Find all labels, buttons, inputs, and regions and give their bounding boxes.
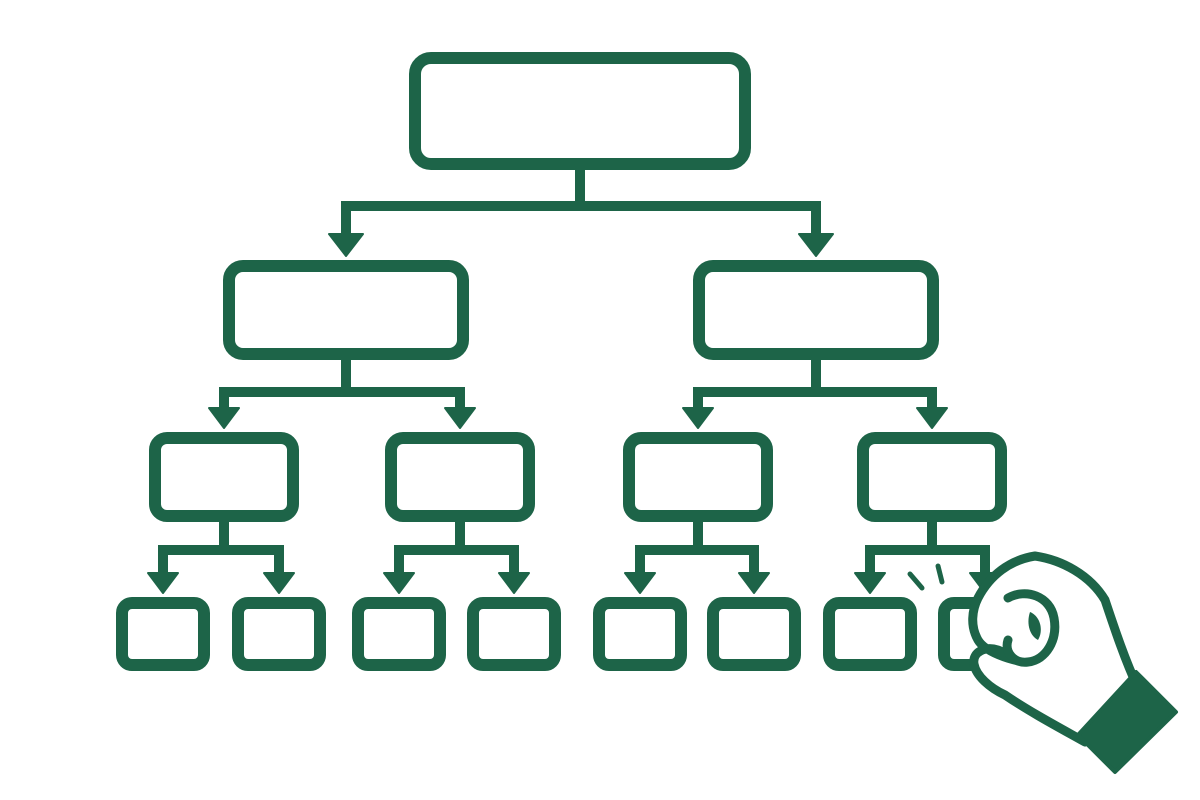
- connector-bus-l2-a: [158, 517, 284, 555]
- node-root: [409, 52, 751, 170]
- motion-tick-1: [907, 571, 925, 591]
- arrowhead-l3-b2: [498, 572, 530, 594]
- arrowhead-l2-b: [444, 407, 476, 429]
- connectors: [147, 165, 1001, 594]
- arrowhead-l1-left: [328, 233, 364, 257]
- arrowhead-l1-right: [798, 233, 834, 257]
- arrowhead-l2-d: [916, 407, 948, 429]
- node-l1-left: [223, 260, 469, 360]
- node-l2-a: [149, 432, 299, 522]
- connector-bus-l1-right: [693, 355, 937, 397]
- node-l3-b1: [352, 597, 446, 671]
- arrowhead-l3-b1: [383, 572, 415, 594]
- node-l3-c1: [593, 597, 687, 671]
- hand-pinch-icon: [907, 551, 1178, 774]
- node-l3-d1: [823, 597, 917, 671]
- connector-bus-l2-c: [635, 517, 759, 555]
- arrowhead-l3-d1: [854, 572, 886, 594]
- node-l2-b: [385, 432, 535, 522]
- motion-tick-2: [935, 563, 945, 585]
- node-l2-c: [623, 432, 773, 522]
- arrowhead-l3-c2: [738, 572, 770, 594]
- node-l3-b2: [467, 597, 561, 671]
- node-l3-c2: [707, 597, 801, 671]
- connector-bus-l2-b: [394, 517, 519, 555]
- node-l3-a2: [232, 597, 326, 671]
- connector-bus-l1-left: [219, 355, 465, 397]
- node-l1-right: [693, 260, 939, 360]
- connector-bus-l2-d: [865, 517, 990, 555]
- arrowhead-l3-c1: [624, 572, 656, 594]
- arrowhead-l2-a: [208, 407, 240, 429]
- node-l3-a1: [116, 597, 210, 671]
- arrowhead-l2-c: [682, 407, 714, 429]
- node-l2-d: [857, 432, 1007, 522]
- arrowhead-l3-a2: [263, 572, 295, 594]
- hand-sleeve-cuff: [1076, 670, 1178, 774]
- hand-nail: [1028, 612, 1041, 640]
- nodes: [116, 52, 1032, 671]
- connector-bus-root: [341, 165, 821, 211]
- arrowhead-l3-a1: [147, 572, 179, 594]
